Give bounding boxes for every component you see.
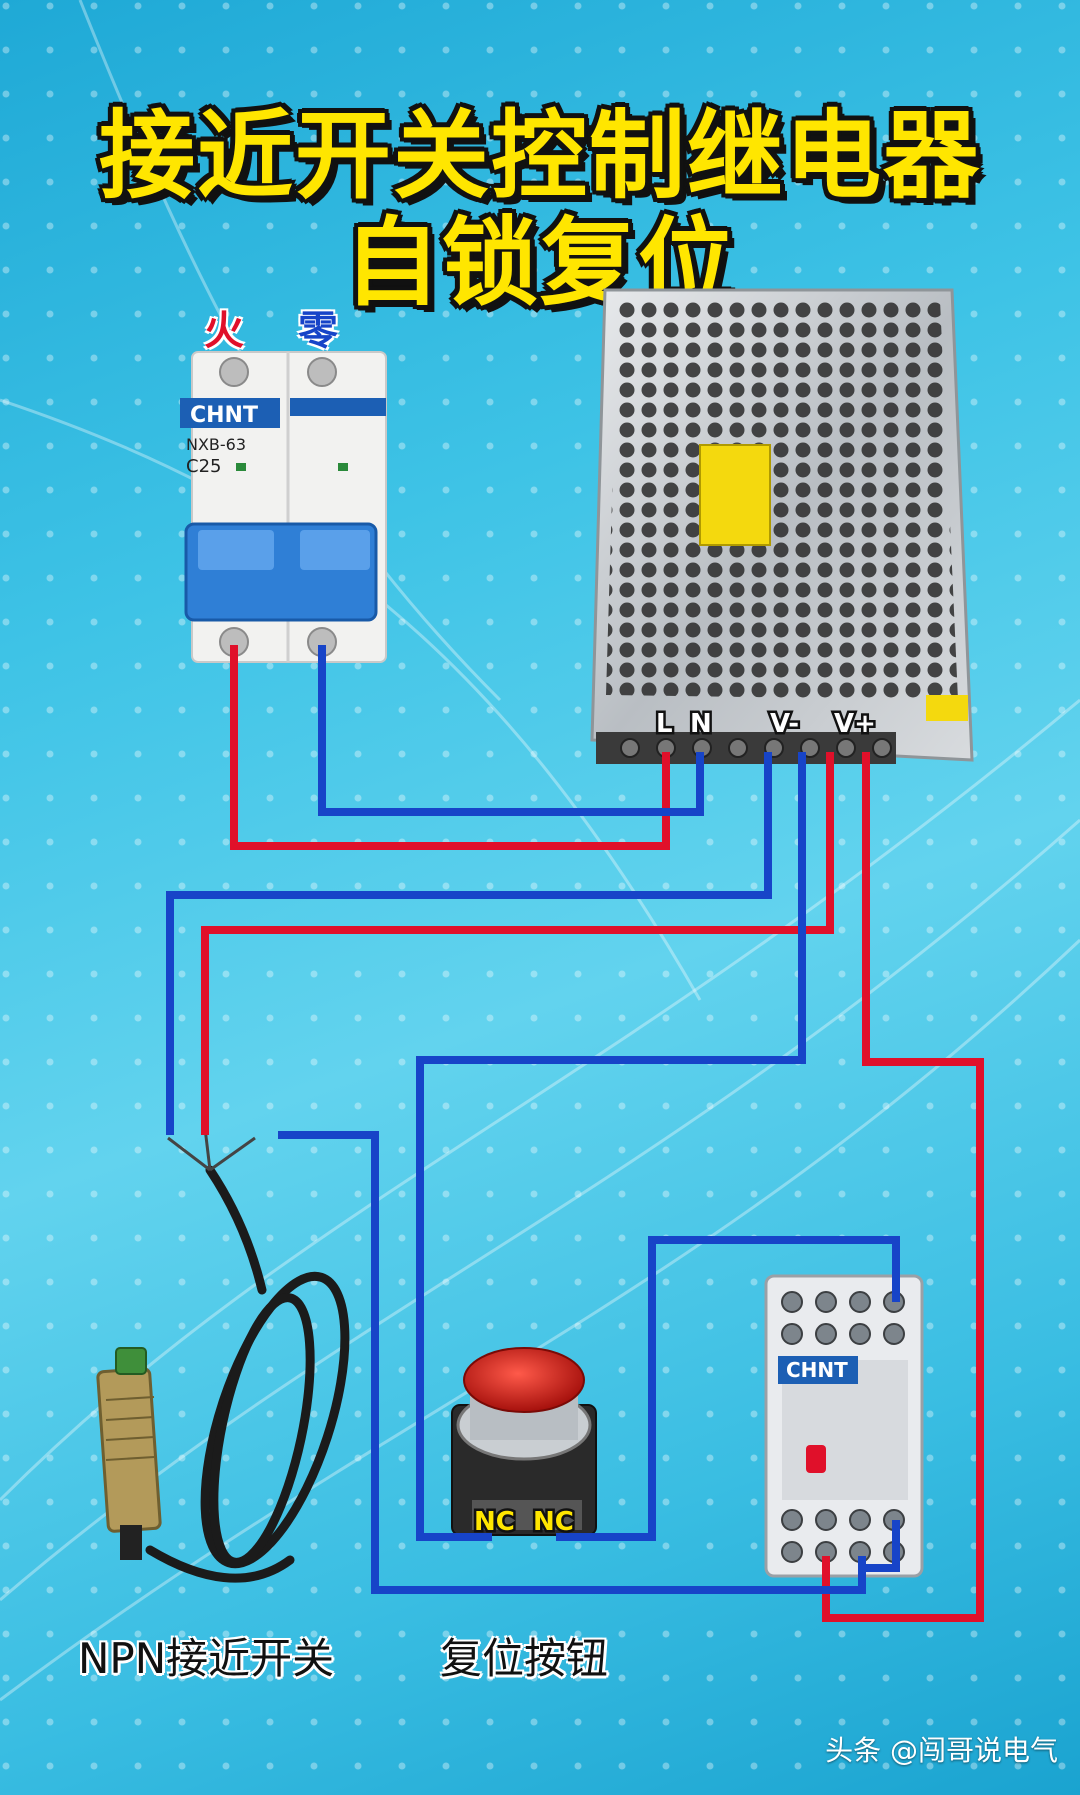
caption-npn-sensor: NPN接近开关 — [78, 1634, 335, 1683]
relay: CHNT — [764, 1274, 924, 1578]
wire-vminus-to-button — [416, 752, 806, 1541]
wire-breaker-to-l — [230, 645, 670, 850]
live-wires — [201, 645, 984, 1622]
neutral-wires — [166, 645, 900, 1594]
wire-vplus-to-relay — [822, 752, 984, 1622]
psu-terminal-v-minus: V- — [770, 709, 799, 739]
psu-terminal-v-plus: V+ — [834, 709, 876, 739]
breaker-brand: CHNT — [190, 403, 258, 428]
proximity-sensor — [96, 1127, 350, 1583]
caption-reset-button: 复位按钮 — [440, 1634, 609, 1683]
wire-button-to-relay — [556, 1236, 900, 1541]
live-label: 火 — [204, 308, 244, 354]
button-contact-nc-1: NC — [474, 1507, 515, 1537]
watermark: 头条 @闯哥说电气 — [825, 1734, 1058, 1767]
circuit-breaker: CHNT NXB-63 C25 — [180, 351, 387, 663]
psu-terminal-n: N — [690, 709, 712, 739]
breaker-model: NXB-63 — [186, 435, 246, 454]
wire-sensor-signal-to-relay — [278, 1131, 866, 1594]
title-line-1: 接近开关控制继电器 — [99, 100, 981, 212]
reset-button: NC NC — [451, 1347, 597, 1540]
wire-relay-latch — [862, 1520, 900, 1572]
neutral-label: 零 — [298, 308, 338, 354]
psu-terminal-l: L — [656, 709, 673, 739]
wire-breaker-to-n — [318, 645, 704, 816]
power-supply: L N V- V+ — [590, 288, 974, 764]
breaker-rating: C25 — [186, 456, 221, 477]
wire-vplus-to-sensor — [201, 752, 834, 1135]
button-contact-nc-2: NC — [533, 1507, 574, 1537]
relay-brand: CHNT — [786, 1358, 848, 1382]
wire-vminus-to-sensor — [166, 752, 772, 1135]
